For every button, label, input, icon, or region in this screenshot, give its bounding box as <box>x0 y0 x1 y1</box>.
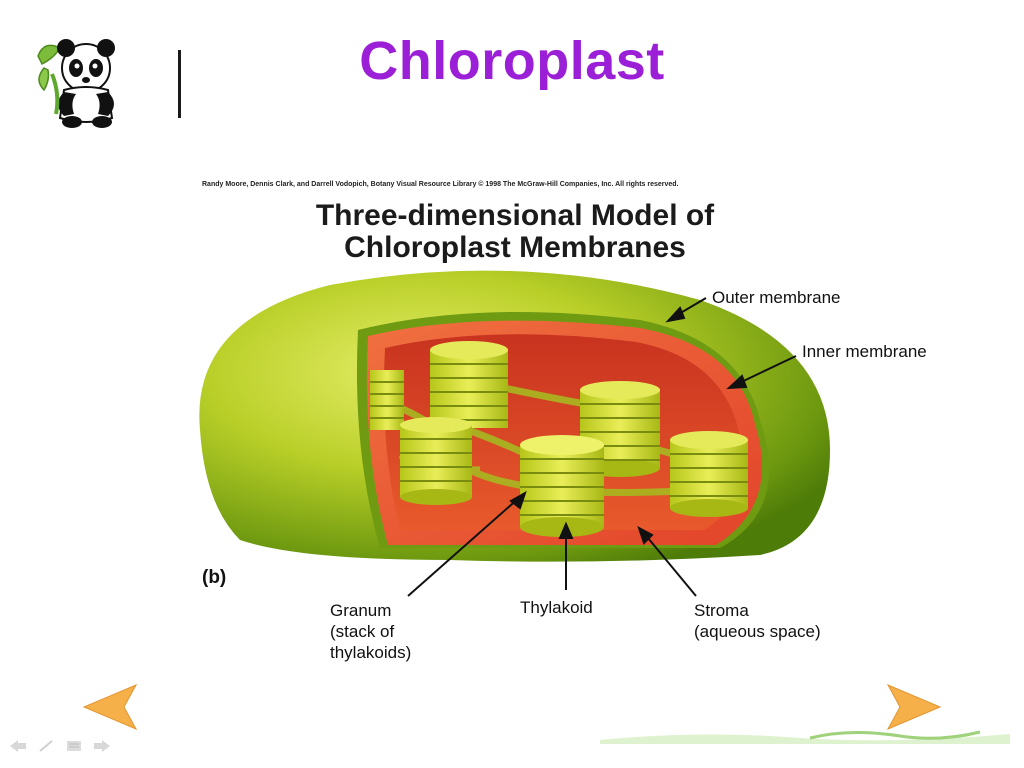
previous-slide-button[interactable] <box>82 683 140 731</box>
figure-title: Three-dimensional Model of Chloroplast M… <box>200 200 830 264</box>
figure-title-line2: Chloroplast Membranes <box>344 231 686 264</box>
arrow-left-icon <box>82 683 138 731</box>
label-inner-membrane: Inner membrane <box>802 342 927 361</box>
menu-icon[interactable] <box>64 739 84 753</box>
figure-credit: Randy Moore, Dennis Clark, and Darrell V… <box>202 181 679 188</box>
slide-title: Chloroplast <box>359 31 665 91</box>
arrow-right-icon <box>886 683 942 731</box>
label-granum-line1: Granum <box>330 601 392 620</box>
label-outer-membrane: Outer membrane <box>712 288 841 307</box>
panel-label: (b) <box>202 567 227 588</box>
label-stroma-line1: Stroma <box>694 601 749 620</box>
slideshow-controls <box>8 739 112 753</box>
label-granum-line3: thylakoids) <box>330 643 412 662</box>
granum-stacks <box>370 341 748 537</box>
label-stroma-line2: (aqueous space) <box>694 622 821 641</box>
back-icon[interactable] <box>8 739 28 753</box>
decorative-bottom-band <box>600 730 1010 744</box>
label-granum: Granum (stack of thylakoids) <box>330 600 411 663</box>
label-stroma: Stroma (aqueous space) <box>694 600 821 642</box>
panda-logo-icon <box>30 34 126 130</box>
pen-icon[interactable] <box>36 739 56 753</box>
label-thylakoid: Thylakoid <box>520 598 593 617</box>
title-divider <box>178 50 181 118</box>
next-slide-button[interactable] <box>884 683 942 731</box>
figure-title-line1: Three-dimensional Model of <box>315 199 715 232</box>
label-granum-line2: (stack of <box>330 622 395 641</box>
forward-icon[interactable] <box>92 739 112 753</box>
